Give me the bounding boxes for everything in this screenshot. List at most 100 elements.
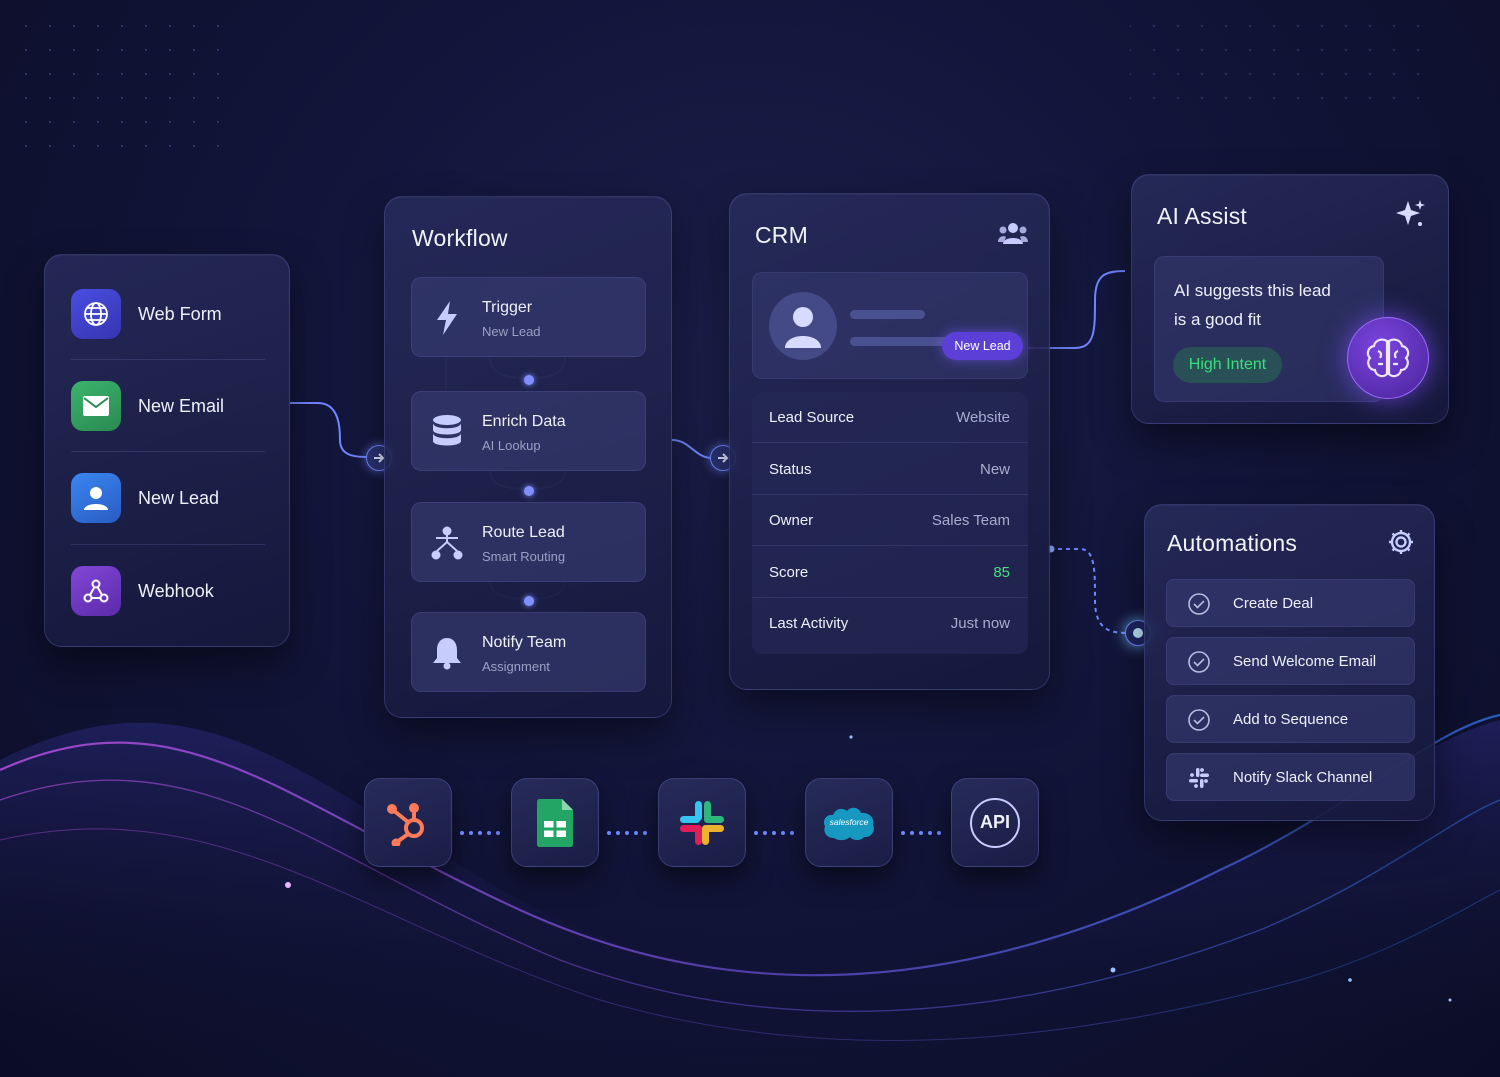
team-icon	[998, 222, 1028, 251]
high-intent-tag: High Intent	[1173, 347, 1282, 383]
automation-send-welcome-email[interactable]: Send Welcome Email	[1166, 637, 1415, 685]
mail-icon	[71, 381, 121, 431]
google-sheets-icon	[537, 798, 573, 847]
workflow-panel: Workflow Trigger New Lead Enrich Data AI…	[384, 196, 672, 718]
ai-message-line-2: is a good fit	[1174, 310, 1261, 329]
crm-panel: CRM New Lead Lead Source Website Status …	[729, 193, 1050, 690]
crm-row-owner: Owner Sales Team	[752, 495, 1028, 546]
crm-row-status: Status New	[752, 444, 1028, 495]
placeholder-line	[850, 310, 925, 319]
step-subtitle: Smart Routing	[482, 549, 566, 564]
integration-google-sheets[interactable]	[511, 778, 599, 867]
integration-api[interactable]: API	[951, 778, 1039, 867]
crm-row-last-activity: Last Activity Just now	[752, 598, 1028, 649]
gear-icon[interactable]	[1387, 528, 1415, 561]
step-title: Notify Team	[482, 634, 567, 651]
step-subtitle: AI Lookup	[482, 438, 541, 453]
source-label: Webhook	[138, 580, 214, 601]
field-value: Website	[956, 408, 1010, 426]
integration-hubspot[interactable]	[364, 778, 452, 867]
ai-assist-title: AI Assist	[1157, 203, 1247, 229]
automation-label: Add to Sequence	[1233, 711, 1349, 728]
workflow-step-enrich-data[interactable]: Enrich Data AI Lookup	[411, 391, 646, 471]
divider	[71, 359, 265, 360]
sources-panel: Web Form New Email New Lead Webhook	[44, 254, 290, 647]
avatar	[769, 292, 837, 360]
field-value: Sales Team	[931, 511, 1010, 529]
step-connector-dot	[524, 596, 534, 606]
automation-label: Create Deal	[1233, 595, 1314, 612]
integration-connector-dots	[901, 822, 945, 835]
bell-icon	[430, 635, 464, 671]
ai-suggestion-card: AI suggests this lead is a good fit High…	[1154, 256, 1384, 402]
check-circle-icon	[1188, 651, 1210, 673]
salesforce-label: salesforce	[829, 816, 869, 827]
step-connector-dot	[524, 486, 534, 496]
integration-slack[interactable]	[658, 778, 746, 867]
workflow-step-notify-team[interactable]: Notify Team Assignment	[411, 612, 646, 692]
automations-panel: Automations Create Deal Send Welcome Ema…	[1144, 504, 1435, 821]
integration-connector-dots	[607, 822, 651, 835]
step-subtitle: New Lead	[482, 324, 541, 339]
divider	[71, 544, 265, 545]
ai-assist-panel: AI Assist AI suggests this lead is a goo…	[1131, 174, 1449, 424]
source-webhook[interactable]: Webhook	[71, 561, 265, 621]
divider	[71, 451, 265, 452]
source-label: Web Form	[138, 303, 222, 324]
crm-fields: Lead Source Website Status New Owner Sal…	[752, 392, 1028, 654]
lightning-icon	[430, 300, 464, 336]
hubspot-icon	[387, 802, 424, 846]
slack-icon	[1189, 768, 1209, 788]
user-icon	[785, 307, 821, 348]
sparkle-icon	[1395, 199, 1425, 234]
ai-message-line-1: AI suggests this lead	[1174, 281, 1331, 300]
automation-create-deal[interactable]: Create Deal	[1166, 579, 1415, 627]
source-new-email[interactable]: New Email	[71, 376, 265, 436]
crm-title: CRM	[755, 222, 808, 248]
arrow-right-icon	[718, 453, 729, 463]
step-subtitle: Assignment	[482, 659, 550, 674]
field-key: Last Activity	[769, 615, 849, 632]
score-value: 85	[993, 563, 1010, 581]
workflow-title: Workflow	[412, 225, 508, 251]
field-value: Just now	[950, 615, 1010, 632]
lead-card[interactable]: New Lead	[752, 272, 1028, 379]
step-title: Route Lead	[482, 524, 565, 541]
crm-row-score: Score 85	[752, 547, 1028, 598]
field-value: New	[979, 460, 1010, 478]
workflow-step-route-lead[interactable]: Route Lead Smart Routing	[411, 502, 646, 582]
step-title: Enrich Data	[482, 413, 566, 430]
integration-connector-dots	[460, 822, 504, 835]
source-web-form[interactable]: Web Form	[71, 284, 265, 344]
workflow-step-trigger[interactable]: Trigger New Lead	[411, 277, 646, 357]
crm-row-lead-source: Lead Source Website	[752, 392, 1028, 443]
integration-connector-dots	[754, 822, 798, 835]
source-new-lead[interactable]: New Lead	[71, 468, 265, 528]
api-icon: API	[970, 797, 1020, 848]
integration-salesforce[interactable]: salesforce	[805, 778, 893, 867]
check-circle-icon	[1188, 593, 1210, 615]
user-icon	[71, 473, 121, 523]
automation-label: Send Welcome Email	[1233, 653, 1377, 670]
field-key: Lead Source	[769, 408, 855, 426]
automation-notify-slack-channel[interactable]: Notify Slack Channel	[1166, 753, 1415, 801]
api-label: API	[979, 812, 1010, 832]
placeholder-line	[850, 337, 950, 346]
source-label: New Lead	[138, 487, 220, 508]
webhook-icon	[71, 566, 121, 616]
automations-title: Automations	[1167, 530, 1298, 556]
field-key: Status	[769, 460, 812, 478]
check-circle-icon	[1188, 709, 1210, 731]
routing-icon	[430, 525, 464, 561]
new-lead-badge: New Lead	[942, 332, 1023, 360]
brain-icon	[1347, 317, 1429, 399]
step-title: Trigger	[482, 299, 533, 316]
step-connector-dot	[524, 375, 534, 385]
field-key: Score	[769, 563, 809, 581]
salesforce-icon: salesforce	[822, 804, 876, 842]
arrow-right-icon	[374, 453, 385, 463]
database-icon	[430, 414, 464, 450]
field-key: Owner	[769, 511, 814, 529]
globe-icon	[71, 289, 121, 339]
automation-add-to-sequence[interactable]: Add to Sequence	[1166, 695, 1415, 743]
